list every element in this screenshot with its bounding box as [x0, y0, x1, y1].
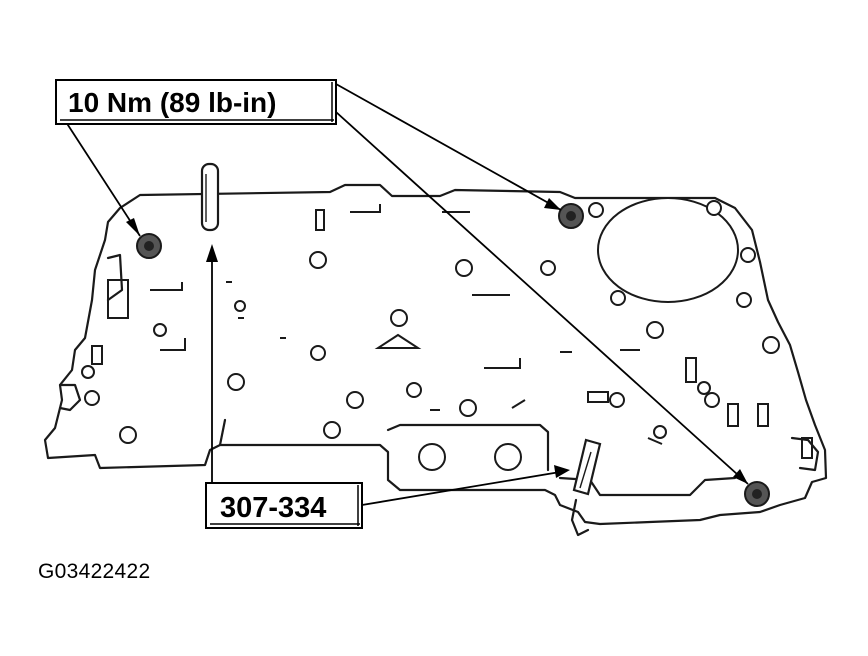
alignment-pin-icon [200, 162, 220, 232]
bolt-icon [136, 233, 162, 259]
torque-callout: 10 Nm (89 lb-in) [55, 79, 749, 485]
tool-callout: 307-334 [205, 244, 570, 529]
figure-id: G03422422 [38, 560, 151, 583]
separator-plate [43, 183, 828, 537]
alignment-pin-icon [572, 438, 602, 496]
torque-label: 10 Nm (89 lb-in) [68, 87, 276, 118]
tool-label: 307-334 [220, 492, 326, 524]
bolt-icon [558, 203, 584, 229]
bolt-icon [744, 481, 770, 507]
